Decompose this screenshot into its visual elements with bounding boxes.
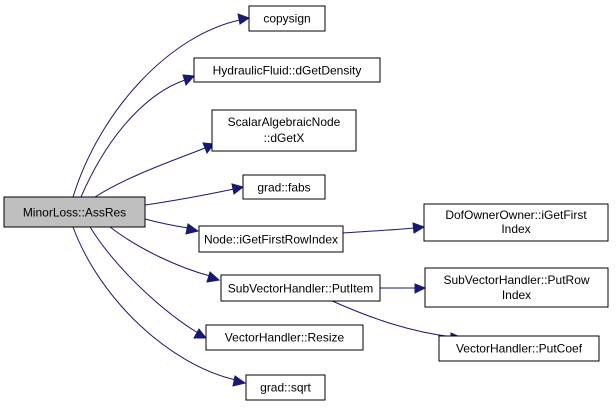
arrow-root-to-copysign (237, 13, 251, 25)
node-copysign-label: copysign (263, 12, 310, 26)
node-copysign[interactable]: copysign (248, 5, 326, 32)
nodes: MinorLoss::AssRes copysign HydraulicFlui… (3, 5, 609, 401)
edge-node-first-to-dof (342, 227, 415, 234)
node-dofownerowner-label-line2: Index (501, 222, 530, 236)
arrow-node-first-to-dof (412, 222, 426, 234)
node-subvectorhandler-putitem-label: SubVectorHandler::PutItem (228, 282, 373, 296)
arrow-root-to-resize (193, 328, 208, 339)
node-grad-fabs-label: grad::fabs (257, 181, 310, 195)
node-scalaralgebraicnode-dgetx[interactable]: ScalarAlgebraicNode ::dGetX (211, 109, 357, 152)
arrow-root-to-sqrt (232, 375, 247, 387)
node-vectorhandler-putcoef-label: VectorHandler::PutCoef (456, 342, 583, 356)
node-node-igetfirstrowindex[interactable]: Node::iGetFirstRowIndex (198, 225, 344, 253)
arrow-root-to-putitem (206, 271, 221, 283)
node-minorloss-assres-label: MinorLoss::AssRes (23, 206, 126, 220)
node-grad-fabs[interactable]: grad::fabs (242, 174, 326, 200)
edge-root-to-scalar (94, 147, 206, 198)
edge-root-to-hydraulic (80, 79, 186, 198)
node-scalaralgebraicnode-label-line2: ::dGetX (264, 131, 305, 145)
node-subvectorhandler-putrowindex[interactable]: SubVectorHandler::PutRow Index (424, 267, 609, 308)
node-scalaralgebraicnode-label-line1: ScalarAlgebraicNode (228, 115, 341, 129)
node-hydraulicfluid-dgetdensity[interactable]: HydraulicFluid::dGetDensity (193, 57, 381, 83)
edge-root-to-putitem (109, 226, 211, 277)
edge-root-to-copysign (72, 19, 241, 198)
edge-root-to-resize (89, 226, 199, 334)
edges (72, 13, 464, 387)
edge-root-to-node-first (144, 218, 189, 229)
edge-root-to-sqrt (72, 226, 237, 381)
node-node-igetfirstrowindex-label: Node::iGetFirstRowIndex (204, 233, 338, 247)
edge-root-to-fabs (144, 188, 235, 206)
node-vectorhandler-resize[interactable]: VectorHandler::Resize (205, 324, 364, 351)
edge-putitem-to-putcoef (329, 299, 454, 338)
node-hydraulicfluid-dgetdensity-label: HydraulicFluid::dGetDensity (213, 64, 362, 78)
arrow-putitem-to-putrow (414, 283, 427, 294)
node-grad-sqrt[interactable]: grad::sqrt (245, 374, 326, 401)
node-vectorhandler-putcoef[interactable]: VectorHandler::PutCoef (438, 335, 600, 362)
node-vectorhandler-resize-label: VectorHandler::Resize (225, 331, 345, 345)
arrow-root-to-node-first (185, 223, 200, 235)
node-dofownerowner-igetfirstindex[interactable]: DofOwnerOwner::iGetFirst Index (423, 203, 609, 242)
node-subvectorhandler-putrowindex-label-line2: Index (502, 288, 531, 302)
node-grad-sqrt-label: grad::sqrt (260, 381, 311, 395)
node-dofownerowner-label-line1: DofOwnerOwner::iGetFirst (445, 208, 587, 222)
node-minorloss-assres[interactable]: MinorLoss::AssRes (3, 196, 146, 228)
arrow-root-to-hydraulic (182, 74, 196, 87)
arrow-root-to-scalar (202, 142, 215, 154)
node-subvectorhandler-putitem[interactable]: SubVectorHandler::PutItem (220, 274, 381, 302)
arrow-root-to-fabs (231, 183, 245, 195)
node-subvectorhandler-putrowindex-label-line1: SubVectorHandler::PutRow (443, 273, 589, 287)
